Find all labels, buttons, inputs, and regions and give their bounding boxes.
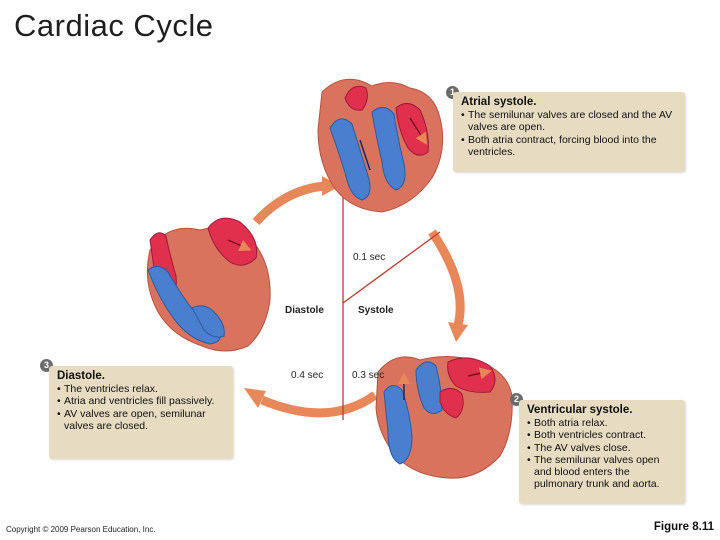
arrow-diastole-to-atrial-systole <box>252 181 325 226</box>
info-box-diastole: Diastole. The ventricles relax. Atria an… <box>49 366 233 459</box>
step-heading: Ventricular systole. <box>527 404 633 416</box>
cycle-arrows <box>244 176 468 418</box>
copyright-text: Copyright © 2009 Pearson Education, Inc. <box>6 525 156 534</box>
info-box-atrial-systole: Atrial systole. The semilunar valves are… <box>453 92 685 172</box>
step-heading: Atrial systole. <box>461 96 537 108</box>
figure-number: Figure 8.11 <box>653 521 714 533</box>
phase-label-diastole: Diastole <box>285 305 324 316</box>
heart-diastole <box>146 217 271 352</box>
phase-label-systole: Systole <box>358 305 394 316</box>
info-box-ventricular-systole: Ventricular systole. Both atria relax. B… <box>519 400 685 504</box>
step-bullet: The AV valves close. <box>527 442 679 454</box>
timing-dividers <box>342 190 441 420</box>
step-bullet: The semilunar valves are closed and the … <box>461 109 679 133</box>
timing-label-0-3-sec: 0.3 sec <box>352 370 385 381</box>
step-bullet: The ventricles relax. <box>57 383 227 395</box>
page-title: Cardiac Cycle <box>14 8 214 43</box>
step-bullet: Both atria relax. <box>527 417 679 429</box>
step-bullet: Both atria contract, forcing blood into … <box>461 134 679 158</box>
timing-label-0-1-sec: 0.1 sec <box>353 252 386 263</box>
step-bullet: Atria and ventricles fill passively. <box>57 395 227 407</box>
timing-label-0-4-sec: 0.4 sec <box>291 370 324 381</box>
heart-atrial-systole <box>317 78 444 213</box>
step-heading: Diastole. <box>57 370 105 382</box>
arrow-ventricular-systole-to-diastole <box>260 391 378 418</box>
heart-ventricular-systole <box>375 356 513 479</box>
step-bullet: AV valves are open, semilunar valves are… <box>57 408 227 432</box>
step-bullet: Both ventricles contract. <box>527 429 679 441</box>
arrow-atrial-to-ventricular-systole <box>428 229 465 327</box>
step-bullet: The semilunar valves open and blood ente… <box>527 454 679 491</box>
